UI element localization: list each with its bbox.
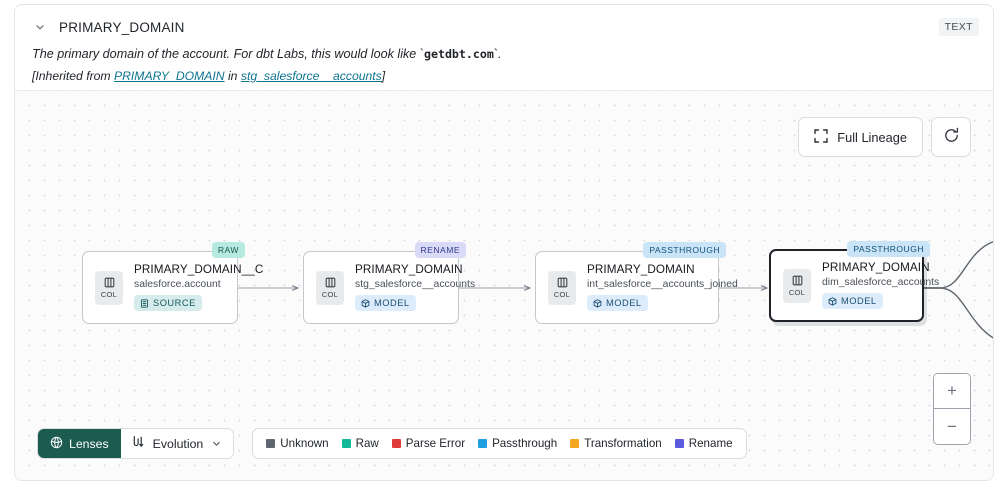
column-icon: COL (548, 270, 576, 305)
node-type-tag: MODEL (822, 293, 883, 309)
legend-label: Rename (688, 437, 733, 450)
refresh-icon (943, 127, 960, 147)
lineage-node[interactable]: PASSTHROUGH COL PRIMARY_DOMAIN int_sales… (535, 242, 738, 324)
chevron-down-icon[interactable] (31, 18, 49, 36)
inherited-from-note: [Inherited from PRIMARY_DOMAIN in stg_sa… (32, 69, 977, 83)
lenses-button[interactable]: Lenses (38, 429, 121, 458)
legend-swatch (266, 439, 276, 448)
column-icon-label: COL (553, 290, 571, 299)
column-icon: COL (316, 270, 344, 305)
legend-swatch (391, 439, 401, 448)
column-icon-label: COL (788, 288, 806, 297)
node-title: PRIMARY_DOMAIN (355, 262, 463, 276)
chevron-down-icon (211, 438, 222, 449)
lineage-edges (237, 241, 993, 339)
zoom-in-button[interactable]: + (934, 374, 970, 409)
page-title: PRIMARY_DOMAIN (59, 19, 185, 35)
node-body: PRIMARY_DOMAIN int_salesforce__accounts_… (587, 263, 746, 313)
cube-icon (828, 296, 837, 306)
node-title: PRIMARY_DOMAIN (587, 262, 695, 276)
refresh-button[interactable] (931, 117, 971, 157)
node-type-tag-label: MODEL (374, 298, 410, 308)
node-type-tag-label: SOURCE (153, 298, 196, 308)
legend-swatch (478, 439, 488, 448)
canvas-tools: Full Lineage (798, 117, 971, 157)
node-subtitle: int_salesforce__accounts_joined (587, 278, 738, 290)
inherited-model-link[interactable]: stg_salesforce__accounts (240, 69, 382, 83)
evolution-button[interactable]: Evolution (120, 429, 234, 458)
node-title: PRIMARY_DOMAIN (822, 260, 930, 274)
column-icon-label: COL (100, 290, 118, 299)
node-badge: PASSTHROUGH (847, 241, 930, 257)
legend-item: Transformation (570, 437, 662, 450)
legend-label: Unknown (280, 437, 329, 450)
lineage-node[interactable]: RENAME COL PRIMARY_DOMAIN stg_salesforce… (303, 242, 475, 324)
inherited-prefix: [Inherited from (32, 69, 114, 83)
legend-label: Parse Error (405, 437, 466, 450)
node-body: PRIMARY_DOMAIN__C salesforce.account SOU… (134, 263, 271, 313)
node-type-tag: MODEL (355, 295, 416, 311)
node-badge: PASSTHROUGH (643, 242, 726, 258)
full-lineage-label: Full Lineage (837, 129, 907, 145)
legend-item: Rename (674, 437, 733, 450)
full-lineage-button[interactable]: Full Lineage (798, 117, 923, 157)
evolution-label: Evolution (152, 436, 204, 451)
header-title-row: PRIMARY_DOMAIN (31, 15, 977, 39)
lenses-label: Lenses (69, 436, 109, 451)
inherited-middle: in (224, 69, 241, 83)
legend-swatch (341, 439, 351, 448)
node-subtitle: salesforce.account (134, 278, 221, 290)
cube-icon (361, 298, 370, 308)
legend-swatch (674, 439, 684, 448)
inherited-column-link[interactable]: PRIMARY_DOMAIN (113, 69, 225, 83)
lineage-node-selected[interactable]: PASSTHROUGH COL PRIMARY_DOMAIN dim_sales… (769, 241, 939, 322)
node-subtitle: dim_salesforce_accounts (822, 276, 940, 288)
description-suffix: `. (493, 47, 502, 61)
legend-item: Passthrough (478, 437, 557, 450)
node-subtitle: stg_salesforce__accounts (355, 278, 476, 290)
description-prefix: The primary domain of the account. For d… (32, 47, 424, 61)
node-badge: RAW (211, 242, 245, 258)
node-body: PRIMARY_DOMAIN stg_salesforce__accounts … (355, 263, 483, 313)
column-lineage-panel: PRIMARY_DOMAIN TEXT The primary domain o… (14, 4, 994, 481)
legend-item: Raw (341, 437, 379, 450)
type-badge: TEXT (938, 18, 979, 36)
legend-label: Passthrough (492, 437, 558, 450)
legend-swatch (570, 439, 580, 448)
panel-header: PRIMARY_DOMAIN TEXT The primary domain o… (15, 5, 993, 90)
column-icon: COL (95, 270, 123, 305)
column-icon: COL (783, 268, 811, 303)
evolution-icon (131, 435, 145, 452)
legend-label: Raw (355, 437, 379, 450)
node-title: PRIMARY_DOMAIN__C (134, 262, 264, 276)
column-icon-label: COL (321, 290, 339, 299)
lenses-button-group: Lenses Evolution (37, 428, 235, 459)
node-type-tag: SOURCE (134, 295, 202, 311)
lineage-legend: Unknown Raw Parse Error Passthrough Tran… (252, 428, 747, 459)
lineage-node[interactable]: RAW COL PRIMARY_DOMAIN__C salesforce.acc… (82, 242, 263, 324)
node-type-tag-label: MODEL (606, 298, 642, 308)
expand-icon (814, 128, 828, 146)
legend-item: Parse Error (391, 437, 466, 450)
node-body: PRIMARY_DOMAIN dim_salesforce_accounts M… (822, 261, 947, 311)
node-type-tag-label: MODEL (841, 296, 877, 306)
database-icon (140, 298, 149, 308)
node-badge: RENAME (414, 242, 466, 258)
cube-icon (593, 298, 602, 308)
zoom-out-button[interactable]: − (934, 409, 970, 444)
zoom-controls: + − (933, 373, 971, 445)
description-code: getdbt.com (424, 47, 494, 61)
legend-item: Unknown (266, 437, 329, 450)
node-type-tag: MODEL (587, 295, 648, 311)
legend-label: Transformation (584, 437, 662, 450)
column-description: The primary domain of the account. For d… (32, 47, 977, 61)
inherited-suffix: ] (381, 69, 386, 83)
lens-icon (50, 436, 63, 452)
lineage-canvas[interactable]: Full Lineage RAW COL (15, 90, 993, 480)
canvas-bottom-bar: Lenses Evolution (37, 428, 747, 459)
